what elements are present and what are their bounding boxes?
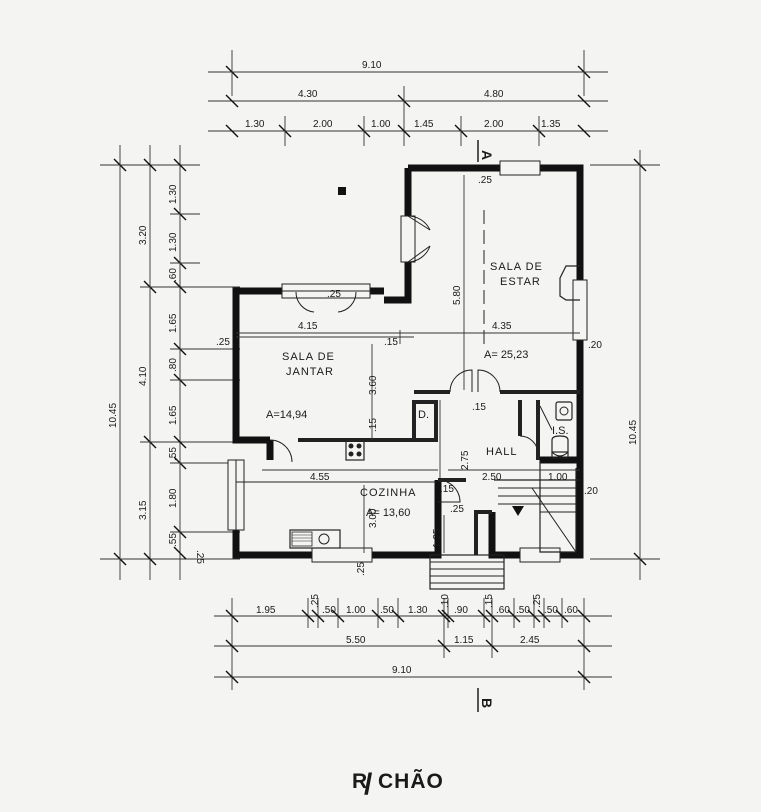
room-sala-jantar-area: A=14,94 (266, 409, 307, 421)
room-sala-estar-line1: SALA DE (490, 261, 543, 273)
dim-right-total: 10.45 (628, 420, 639, 445)
room-sala-jantar-line2: JANTAR (286, 366, 334, 378)
interior-dimension-lines (236, 175, 580, 553)
dim-top-total: 9.10 (362, 60, 382, 71)
dim-bottom-wall: .25 (356, 562, 367, 576)
dim-left-row3-f: 1.65 (168, 405, 179, 425)
room-cozinha-area: A= 13,60 (366, 507, 410, 519)
dim-top-row3-d: 1.45 (414, 119, 434, 130)
room-sala-estar-line2: ESTAR (500, 276, 541, 288)
dim-left-row3-d: 1.65 (168, 313, 179, 333)
wc-fixtures (539, 401, 573, 459)
room-sala-jantar-line1: SALA DE (282, 351, 335, 363)
section-a-label: A (479, 150, 495, 160)
dim-top-row3-a: 1.30 (245, 119, 265, 130)
dim-left-row3-a: 1.30 (168, 184, 179, 204)
dim-jantar-width: 4.15 (298, 321, 318, 332)
dim-bottom-row1-a: 1.95 (256, 605, 276, 616)
dim-bottom-row1-b: .25 (310, 594, 321, 608)
dim-bottom-row1-i: .15 (484, 594, 495, 608)
room-hall-name: HALL (486, 446, 518, 458)
top-dimension-lines (208, 50, 608, 146)
dim-bottom-row1-e: .50 (380, 605, 394, 616)
dim-bottom-row1-g: .10 (440, 594, 451, 608)
dim-top-row2-a: 4.30 (298, 89, 318, 100)
dim-stair-depth: 1.25 (432, 528, 443, 548)
dim-left-row3-i: .55 (168, 533, 179, 547)
dim-bottom-row1-c: .50 (322, 605, 336, 616)
dim-jantar-bottom: .15 (368, 418, 379, 432)
doors (269, 215, 539, 503)
plan-title-slash: / (364, 768, 373, 801)
dim-left-total: 10.45 (108, 403, 119, 428)
dim-is-right: .20 (584, 486, 598, 497)
dim-estar-height: 5.80 (452, 285, 463, 305)
room-sala-estar-area: A= 25,23 (484, 349, 528, 361)
dim-bottom-row2-c: 2.45 (520, 635, 540, 646)
dim-coz-wall2: .25 (450, 504, 464, 515)
dim-left-row2-b: 4.10 (138, 366, 149, 386)
dim-left-row3-g: .55 (168, 447, 179, 461)
plan-title-left: R (352, 770, 368, 793)
dim-left-row3-j: .25 (194, 550, 205, 564)
dim-bottom-row2-a: 5.50 (346, 635, 366, 646)
dim-jantar-height: 3.60 (368, 375, 379, 395)
dim-bottom-row1-n: .60 (564, 605, 578, 616)
room-cozinha-name: COZINHA (360, 487, 417, 499)
dim-bottom-row1-h: .90 (454, 605, 468, 616)
dim-top-row3-b: 2.00 (313, 119, 333, 130)
dim-wall-mid: .15 (384, 337, 398, 348)
dim-top-row3-c: 1.00 (371, 119, 391, 130)
dim-bottom-total: 9.10 (392, 665, 412, 676)
left-dimension-lines (100, 145, 240, 580)
plan-title-right: CHÃO (378, 770, 444, 793)
dim-estar-top: .25 (478, 175, 492, 186)
dim-top-row3-e: 2.00 (484, 119, 504, 130)
dim-estar-width: 4.35 (492, 321, 512, 332)
dim-coz-wall: .15 (440, 484, 454, 495)
right-dimension-lines (590, 150, 660, 580)
kitchen-stove (345, 439, 365, 461)
dim-left-row2-c: 3.15 (138, 500, 149, 520)
section-b-label: B (479, 698, 495, 708)
dim-bottom-row1-j: .60 (496, 605, 510, 616)
dim-bottom-row2-b: 1.15 (454, 635, 474, 646)
dim-bottom-row1-f: 1.30 (408, 605, 428, 616)
interior-walls (298, 390, 580, 555)
dim-bottom-row1-d: 1.00 (346, 605, 366, 616)
room-is-name: I.S. (552, 425, 569, 437)
dim-left-row3-e: .80 (168, 358, 179, 372)
dim-is-width: 1.00 (548, 472, 568, 483)
dim-left-row3-h: 1.80 (168, 488, 179, 508)
dim-hall-height: 2.75 (460, 450, 471, 470)
dim-bottom-row1-l: .25 (532, 594, 543, 608)
dim-left-row2-a: 3.20 (138, 225, 149, 245)
dim-top-row3-f: 1.35 (541, 119, 561, 130)
dim-coz-width: 4.55 (310, 472, 330, 483)
dim-left-row3-b: 1.30 (168, 232, 179, 252)
room-d-name: D. (418, 409, 429, 421)
entrance-steps (429, 554, 505, 590)
stairs (494, 460, 580, 553)
dim-jantar-left: .25 (216, 337, 230, 348)
dim-hall-width: 2.50 (482, 472, 502, 483)
dim-jantar-top: .25 (327, 289, 341, 300)
fireplace (559, 265, 580, 301)
dim-top-row2-b: 4.80 (484, 89, 504, 100)
bottom-dimension-lines (214, 598, 612, 690)
dim-bottom-row1-m: .50 (544, 605, 558, 616)
dim-bottom-row1-k: .50 (516, 605, 530, 616)
dim-left-row3-c: .60 (168, 268, 179, 282)
dim-coz-height: 3.00 (368, 508, 379, 528)
dim-hall-a: .15 (472, 402, 486, 413)
marker-square (338, 187, 346, 195)
kitchen-sink (289, 529, 341, 549)
dim-estar-right: .20 (588, 340, 602, 351)
